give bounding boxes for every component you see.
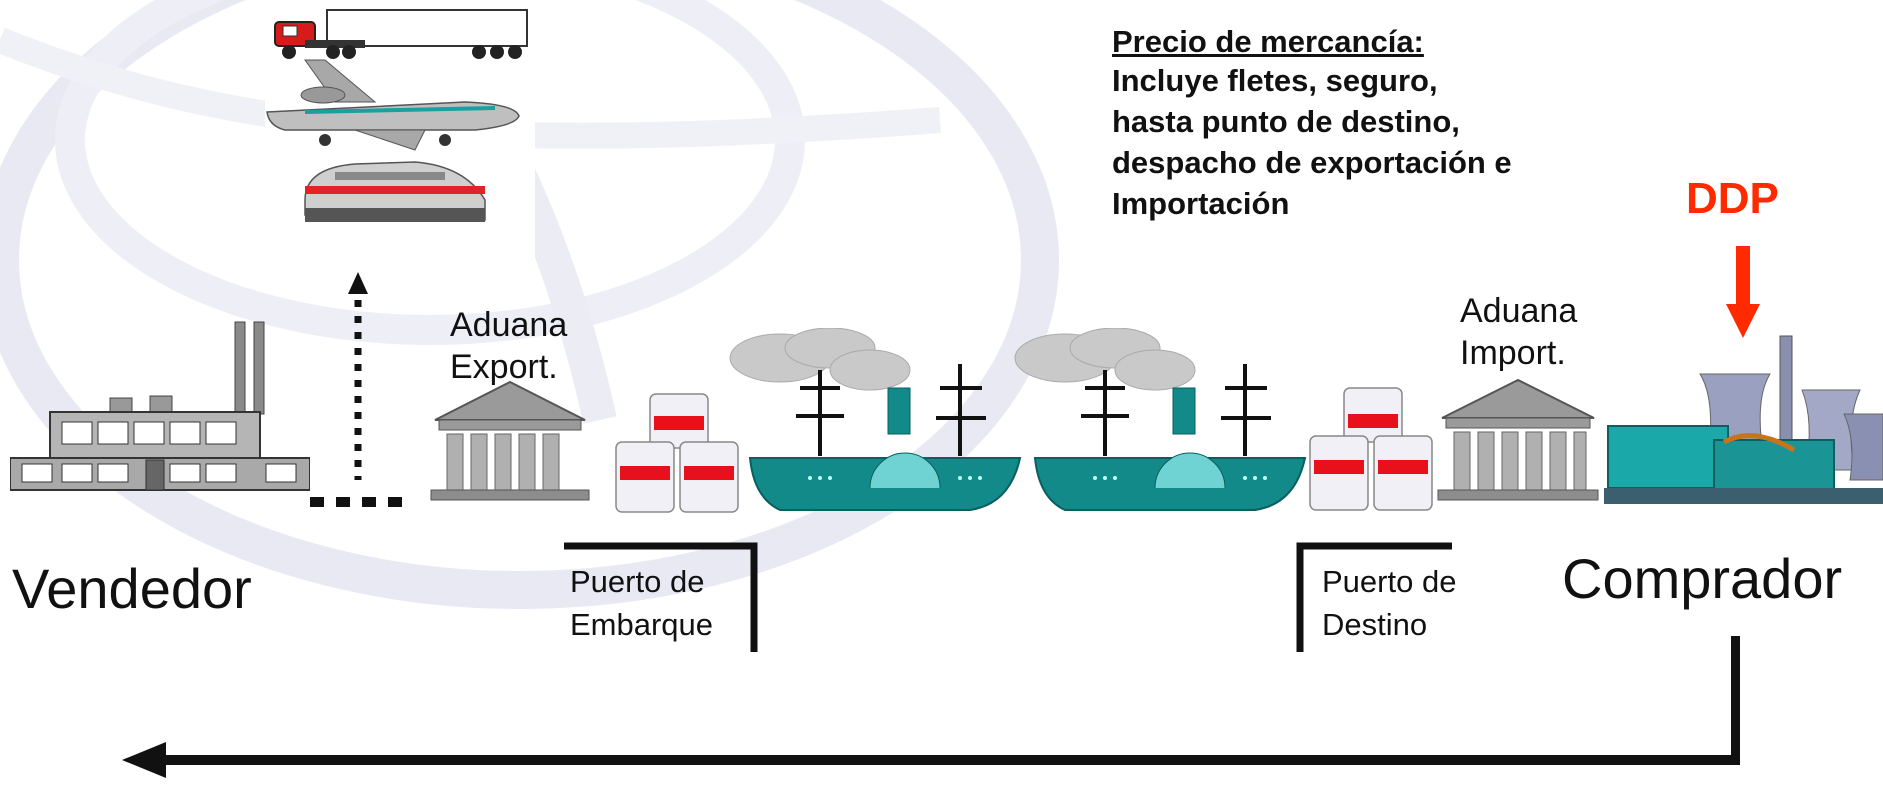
airplane-icon [266, 59, 520, 151]
transport-modes [265, 0, 535, 265]
price-note: Precio de mercancía: Incluye fletes, seg… [1112, 24, 1512, 224]
customs-building-icon [430, 380, 590, 501]
train-icon [304, 161, 486, 222]
import-customs-label-line: Aduana [1460, 292, 1578, 330]
export-customs-label: Aduana Export. [450, 304, 567, 388]
loading-port-label: Puerto de Embarque [570, 560, 713, 646]
export-customs-label-line: Aduana [450, 306, 568, 344]
cargo-boxes-icon [615, 393, 739, 513]
factory-icon [10, 321, 310, 491]
loading-port-bracket [564, 542, 758, 652]
destination-port-label-line: Puerto de [1322, 564, 1457, 599]
truck-icon [274, 9, 528, 59]
price-note-line: Importación [1112, 186, 1290, 221]
power-plant-icon [1604, 335, 1883, 504]
price-note-line: hasta punto de destino, [1112, 104, 1460, 139]
seller-dispatch-arrow [310, 272, 408, 507]
price-note-line: Incluye fletes, seguro, [1112, 63, 1438, 98]
ship-icon [1014, 328, 1307, 511]
incoterm-label: DDP [1686, 174, 1779, 223]
cargo-boxes-icon [1309, 387, 1433, 511]
price-note-title: Precio de mercancía: [1112, 24, 1424, 59]
export-customs-label-line: Export. [450, 348, 558, 386]
seller-label: Vendedor [12, 557, 252, 620]
buyer-label: Comprador [1562, 547, 1843, 610]
loading-port-label-line: Puerto de [570, 564, 705, 599]
delivery-point-arrow-icon [1726, 246, 1760, 338]
destination-port-label-line: Destino [1322, 607, 1428, 642]
destination-port-label: Puerto de Destino [1322, 560, 1456, 646]
price-note-line: despacho de exportación e [1112, 145, 1512, 180]
return-flow-arrow [122, 636, 1740, 778]
ship-icon [729, 328, 1022, 511]
destination-port-bracket [1296, 542, 1452, 652]
customs-building-icon [1437, 378, 1599, 501]
import-customs-label-line: Import. [1460, 334, 1566, 372]
loading-port-label-line: Embarque [570, 607, 714, 642]
import-customs-label: Aduana Import. [1460, 290, 1577, 374]
